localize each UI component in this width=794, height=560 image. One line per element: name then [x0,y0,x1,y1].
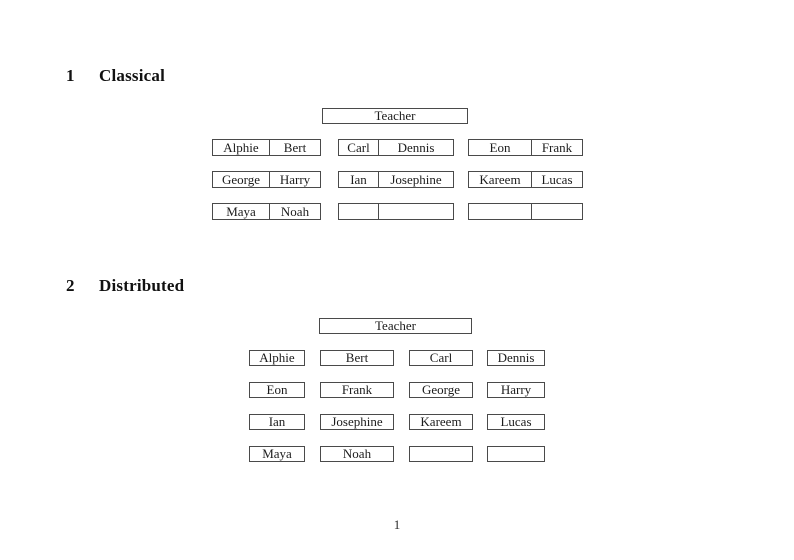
seat-left: Carl [347,140,370,155]
student-name: Eon [266,382,288,397]
student-name: Josephine [331,414,383,429]
teacher-box-classical: Teacher [322,108,468,124]
desk: Ian Josephine [338,171,454,188]
section-title: Distributed [99,276,185,295]
section-heading-distributed: 2 Distributed [66,277,184,294]
seat-left: Alphie [223,140,259,155]
student-name: Frank [341,382,373,397]
seat-right: Bert [269,140,320,155]
section-heading-classical: 1 Classical [66,67,165,84]
student-desk: Lucas [487,414,545,430]
teacher-label: Teacher [374,108,416,123]
student-desk: Kareem [409,414,473,430]
desk: Carl Dennis [338,139,454,156]
seat-left: Maya [226,204,256,219]
seat-right: Josephine [378,172,453,187]
student-name: Kareem [420,414,462,429]
seat-right: Lucas [531,172,582,187]
seat-left: Kareem [479,172,521,187]
page-number: 1 [393,517,401,532]
student-desk: Maya [249,446,305,462]
seat-right: Frank [531,140,582,155]
student-desk: Ian [249,414,305,430]
student-desk: Josephine [320,414,394,430]
student-desk: Dennis [487,350,545,366]
section-title: Classical [99,66,166,85]
student-desk: Carl [409,350,473,366]
seat-left: Eon [489,140,511,155]
desk: Maya Noah [212,203,321,220]
seat-left [469,204,531,219]
desk-empty [338,203,454,220]
student-name: Lucas [500,414,532,429]
student-desk: George [409,382,473,398]
student-name: Harry [500,382,532,397]
seat-right: Harry [269,172,320,187]
student-desk: Bert [320,350,394,366]
student-name: Bert [345,350,369,365]
student-name: Ian [268,414,286,429]
seat-right: Noah [269,204,320,219]
seat-right [531,204,582,219]
desk: Kareem Lucas [468,171,583,188]
seat-right [378,204,453,219]
seat-right: Dennis [378,140,453,155]
student-name: Carl [429,350,453,365]
section-number: 1 [66,66,75,85]
seat-left: George [221,172,261,187]
student-desk: Alphie [249,350,305,366]
student-desk: Frank [320,382,394,398]
student-desk-empty [487,446,545,462]
student-name: George [421,382,461,397]
desk: Eon Frank [468,139,583,156]
student-name: Maya [262,446,292,461]
seat-left [339,204,378,219]
seat-left: Ian [350,172,367,187]
student-name: Dennis [497,350,535,365]
desk: George Harry [212,171,321,188]
teacher-label: Teacher [375,318,416,333]
student-name: Alphie [259,350,295,365]
student-desk: Noah [320,446,394,462]
student-desk: Eon [249,382,305,398]
desk: Alphie Bert [212,139,321,156]
student-desk: Harry [487,382,545,398]
student-name: Noah [342,446,372,461]
teacher-box-distributed: Teacher [319,318,472,334]
student-desk-empty [409,446,473,462]
section-number: 2 [66,276,75,295]
desk-empty [468,203,583,220]
